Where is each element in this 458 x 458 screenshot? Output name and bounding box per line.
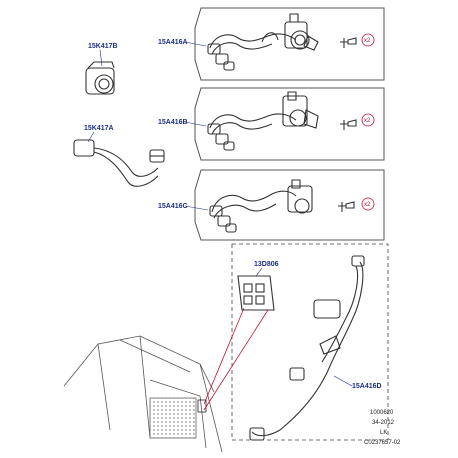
- svg-text:15A416C: 15A416C: [158, 203, 188, 210]
- svg-text:LK: LK: [380, 430, 387, 436]
- label-15a416b: 15A416B: [158, 119, 207, 127]
- svg-text:13D806: 13D806: [254, 261, 279, 268]
- svg-text:15K417A: 15K417A: [84, 125, 114, 132]
- svg-text:C0237657-02: C0237657-02: [364, 440, 401, 446]
- reference-block: 1000620 34-2012 LK C0237657-02: [364, 410, 401, 446]
- callout-lines: [203, 307, 269, 411]
- part-15a416d: 15A416D: [249, 255, 382, 441]
- part-15k417a: 15K417A: [73, 125, 165, 187]
- vehicle-cargo-outline: [63, 335, 223, 453]
- label-15a416c: 15A416C: [158, 203, 209, 211]
- svg-text:15A416B: 15A416B: [158, 119, 188, 126]
- part-13d806: 13D806: [237, 261, 279, 311]
- part-15k417b: 15K417B: [85, 43, 118, 95]
- panel-15a416a: 15A416A x2: [158, 7, 385, 81]
- panel-15a416c: 15A416C x2: [158, 169, 385, 241]
- label-15a416a: 15A416A: [158, 39, 207, 47]
- svg-text:x2: x2: [364, 118, 371, 124]
- svg-text:x2: x2: [364, 202, 371, 208]
- svg-text:15K417B: 15K417B: [88, 43, 118, 50]
- svg-text:15A416A: 15A416A: [158, 39, 188, 46]
- svg-text:15A416D: 15A416D: [352, 383, 382, 390]
- qty-badge-c: x2: [361, 197, 375, 211]
- svg-text:34-2012: 34-2012: [372, 420, 395, 426]
- harness-frame: [231, 243, 389, 441]
- panel-15a416b: 15A416B x2: [158, 87, 385, 161]
- qty-badge-b: x2: [361, 113, 375, 127]
- qty-badge-a: x2: [361, 33, 375, 47]
- svg-text:x2: x2: [364, 38, 371, 44]
- svg-text:1000620: 1000620: [370, 410, 394, 416]
